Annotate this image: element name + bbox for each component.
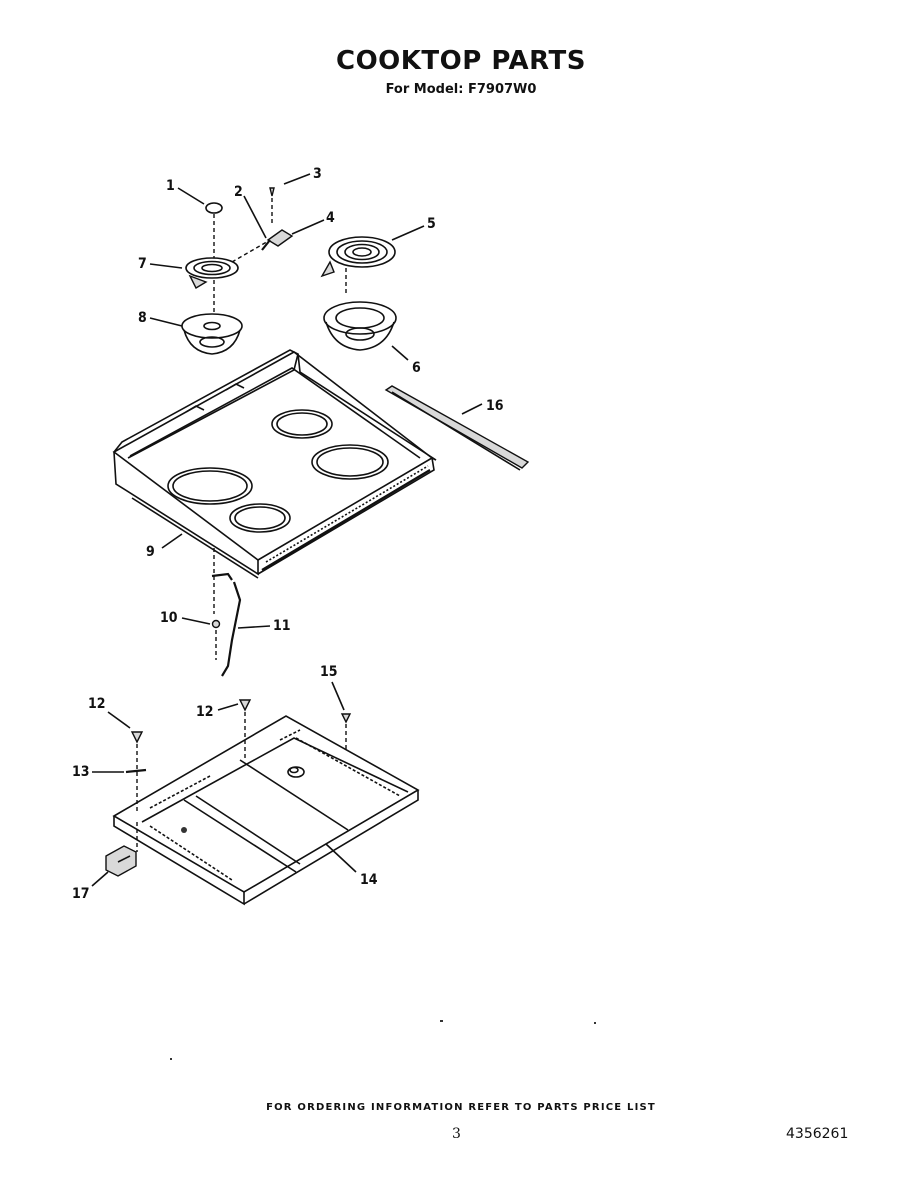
- callout-10: 10: [160, 610, 178, 626]
- part-11-wire: [221, 581, 242, 677]
- part-13-clip: [125, 768, 147, 774]
- callout-3: 3: [313, 166, 322, 182]
- callout-1: 1: [166, 178, 175, 194]
- callout-12-left: 12: [88, 696, 106, 712]
- callout-14: 14: [360, 872, 378, 888]
- leader-lines: [91, 173, 483, 887]
- callout-13: 13: [72, 764, 90, 780]
- callout-15: 15: [320, 664, 338, 680]
- callout-17: 17: [72, 886, 90, 902]
- callout-9: 9: [146, 544, 155, 560]
- callout-5: 5: [427, 216, 436, 232]
- callout-4: 4: [326, 210, 335, 226]
- callout-16: 16: [486, 398, 504, 414]
- fastener-group: [105, 699, 352, 877]
- callout-12-middle: 12: [196, 704, 214, 720]
- part-14-bottom-panel: [112, 715, 420, 906]
- part-15-screw: [340, 713, 352, 724]
- callout-11: 11: [273, 618, 291, 634]
- document-number: 4356261: [786, 1126, 849, 1142]
- page-number: 3: [452, 1126, 461, 1142]
- part-12-screw-middle: [238, 699, 252, 712]
- part-1-cap: [205, 202, 223, 214]
- page-title: COOKTOP PARTS: [336, 46, 586, 76]
- callout-8: 8: [138, 310, 147, 326]
- part-3-screw: [269, 187, 275, 197]
- model-subtitle: For Model: F7907W0: [385, 82, 537, 97]
- callout-labels: 1 2 3 4 5 6 7 8 9 10 11 12 12 13 14 15 1…: [72, 166, 504, 902]
- part-9-cooktop: [112, 349, 437, 579]
- scan-specks: [170, 1020, 596, 1060]
- part-12-screw-left: [130, 731, 144, 744]
- part-6-large-drip-bowl: [323, 301, 397, 335]
- part-16-trim-strip: [384, 385, 530, 471]
- right-burner-assembly: [320, 236, 397, 351]
- callout-7: 7: [138, 256, 147, 272]
- callout-2: 2: [234, 184, 243, 200]
- part-4-receptacle: [266, 229, 294, 247]
- callout-6: 6: [412, 360, 421, 376]
- receptacle-group: [261, 187, 294, 251]
- part-8-drip-bowl: [181, 313, 243, 339]
- ordering-footer: FOR ORDERING INFORMATION REFER TO PARTS …: [266, 1102, 656, 1113]
- left-burner-assembly: [181, 202, 271, 355]
- part-10-screw: [211, 619, 221, 629]
- part-10-11-group: [211, 548, 242, 677]
